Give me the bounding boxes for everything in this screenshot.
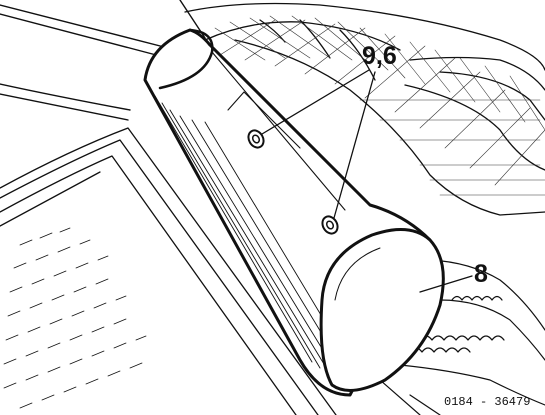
tray-texture [3, 227, 147, 409]
fastener-lower [321, 215, 339, 235]
leader-9-6-upper [261, 69, 370, 135]
callout-label-fasteners: 9,6 [362, 42, 397, 70]
seat-cushion [184, 2, 545, 216]
floor-panel-lines [0, 0, 206, 121]
figure-reference-number: 0184 - 36479 [444, 395, 531, 409]
fastener-upper [247, 129, 265, 149]
leader-9-6-lower [333, 71, 376, 219]
upholstery-hatching [214, 15, 545, 196]
leader-8 [419, 275, 473, 293]
spring-mechanism [379, 259, 545, 415]
end-cap [319, 228, 445, 392]
callout-label-end-cap: 8 [474, 260, 488, 288]
floor-tray [0, 127, 337, 415]
airbag-module [143, 28, 445, 397]
leader-lines [261, 69, 473, 293]
